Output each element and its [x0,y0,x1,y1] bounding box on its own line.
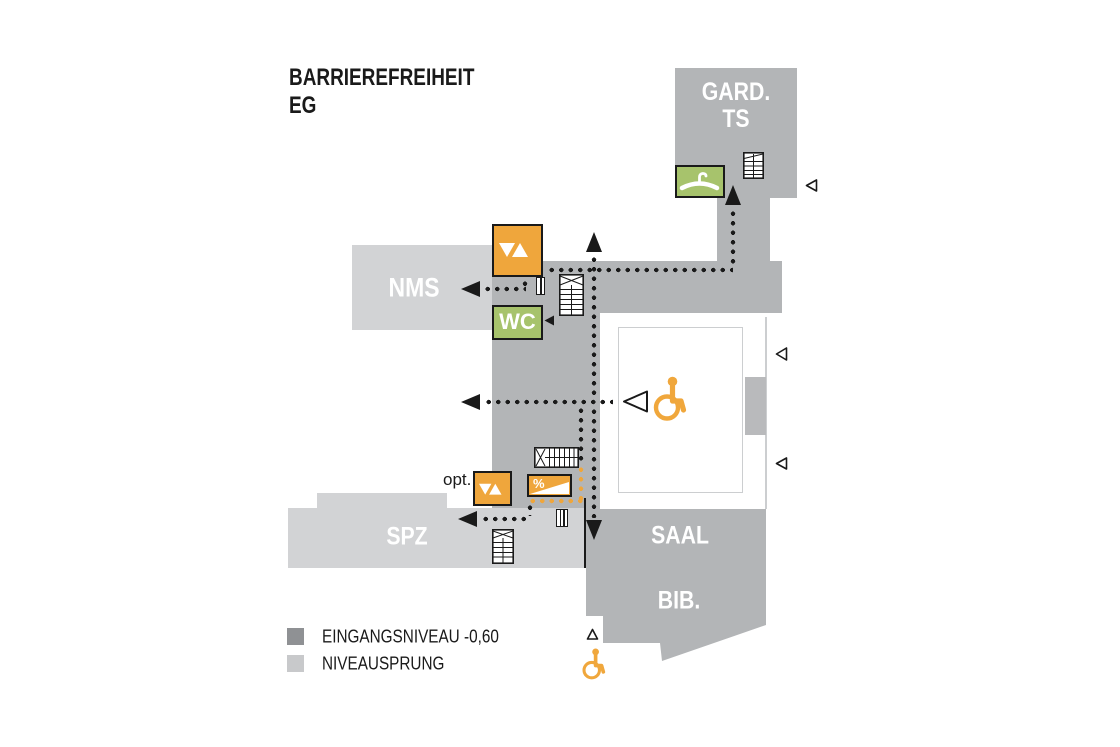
door-leaf [563,510,565,526]
route-dots-nms [483,286,526,292]
elevator-icon [499,243,528,257]
room-spz-notch [317,493,447,509]
elevator-box [492,224,543,277]
route-dots-orange-vertical [578,465,584,502]
route-dots-orange-horizontal [528,498,583,504]
optional-label: opt. [443,470,472,489]
level-change-triangle [586,628,599,640]
direction-arrow-left-hall [461,394,480,410]
legend-label-entrance-level: EINGANGSNIVEAU -0,60 [322,626,499,646]
stairs-icon [492,529,514,564]
level-change-triangle [775,347,788,361]
room-label-saal: SAAL [651,521,709,550]
room-gard-leg [717,198,770,263]
wc-label: WC [499,308,536,334]
page-title-line1: BARRIEREFREIHEIT [289,64,475,91]
legend-swatch-level-jump [287,655,304,672]
room-label-spz: SPZ [386,522,428,551]
stairs-icon [743,152,764,179]
hall-inner-room [618,327,743,493]
wheelchair-icon [582,648,606,680]
route-dots-main-horizontal [547,267,733,273]
level-change-triangle [775,457,788,470]
page-title: BARRIEREFREIHEIT EG [289,64,474,120]
wc-box: WC [492,305,543,340]
legend-swatch-entrance-level [287,628,304,645]
stairs-icon [534,447,579,468]
route-dots-center-upper [591,255,597,396]
room-label-nms: NMS [388,272,440,303]
elevator-icon [478,483,501,495]
route-dots-ramp-connector [527,503,533,516]
optional-elevator-box [473,471,512,506]
wc-entry-arrow [544,315,554,326]
route-dots-elevator-connector [522,279,528,288]
door-icon [536,277,545,295]
ramp-icon [530,482,569,494]
route-dots-gard-vertical [730,209,736,267]
room-spz-block [288,508,585,568]
room-label-bib: BIB. [657,586,701,615]
route-dots-center-lower [591,407,597,518]
cloakroom-box [675,165,725,198]
room-label-gard: GARD. TS [702,79,770,133]
level-change-triangle [805,179,818,192]
level-change-triangle [623,390,648,413]
door-leaf [559,510,562,526]
route-dots-ramp-branch [578,406,584,465]
route-dots-spz [481,516,528,522]
direction-arrow-up-gard [725,185,741,205]
stairs-icon [559,274,584,316]
door-icon [556,509,568,527]
direction-arrow-left-nms [461,281,480,297]
door-leaf [540,278,542,294]
legend-label-level-jump: NIVEAUSPRUNG [322,653,445,673]
direction-arrow-left-spz [458,511,477,527]
page-title-line2: EG [289,92,317,119]
direction-arrow-down-saal [586,520,602,540]
ramp-percent-label: % [533,476,545,491]
wheelchair-icon [653,376,687,421]
coat-hanger-icon [679,172,720,191]
room-label-gard-line2: TS [722,105,750,133]
route-dots-hall-exit [484,399,613,405]
room-saal-bib-block [586,509,766,661]
direction-arrow-up-center [586,232,602,252]
ramp-box: % [527,474,572,497]
hall-passage-connector [745,377,766,435]
saal-wall-line [584,498,586,568]
room-label-gard-line1: GARD. [701,78,771,106]
